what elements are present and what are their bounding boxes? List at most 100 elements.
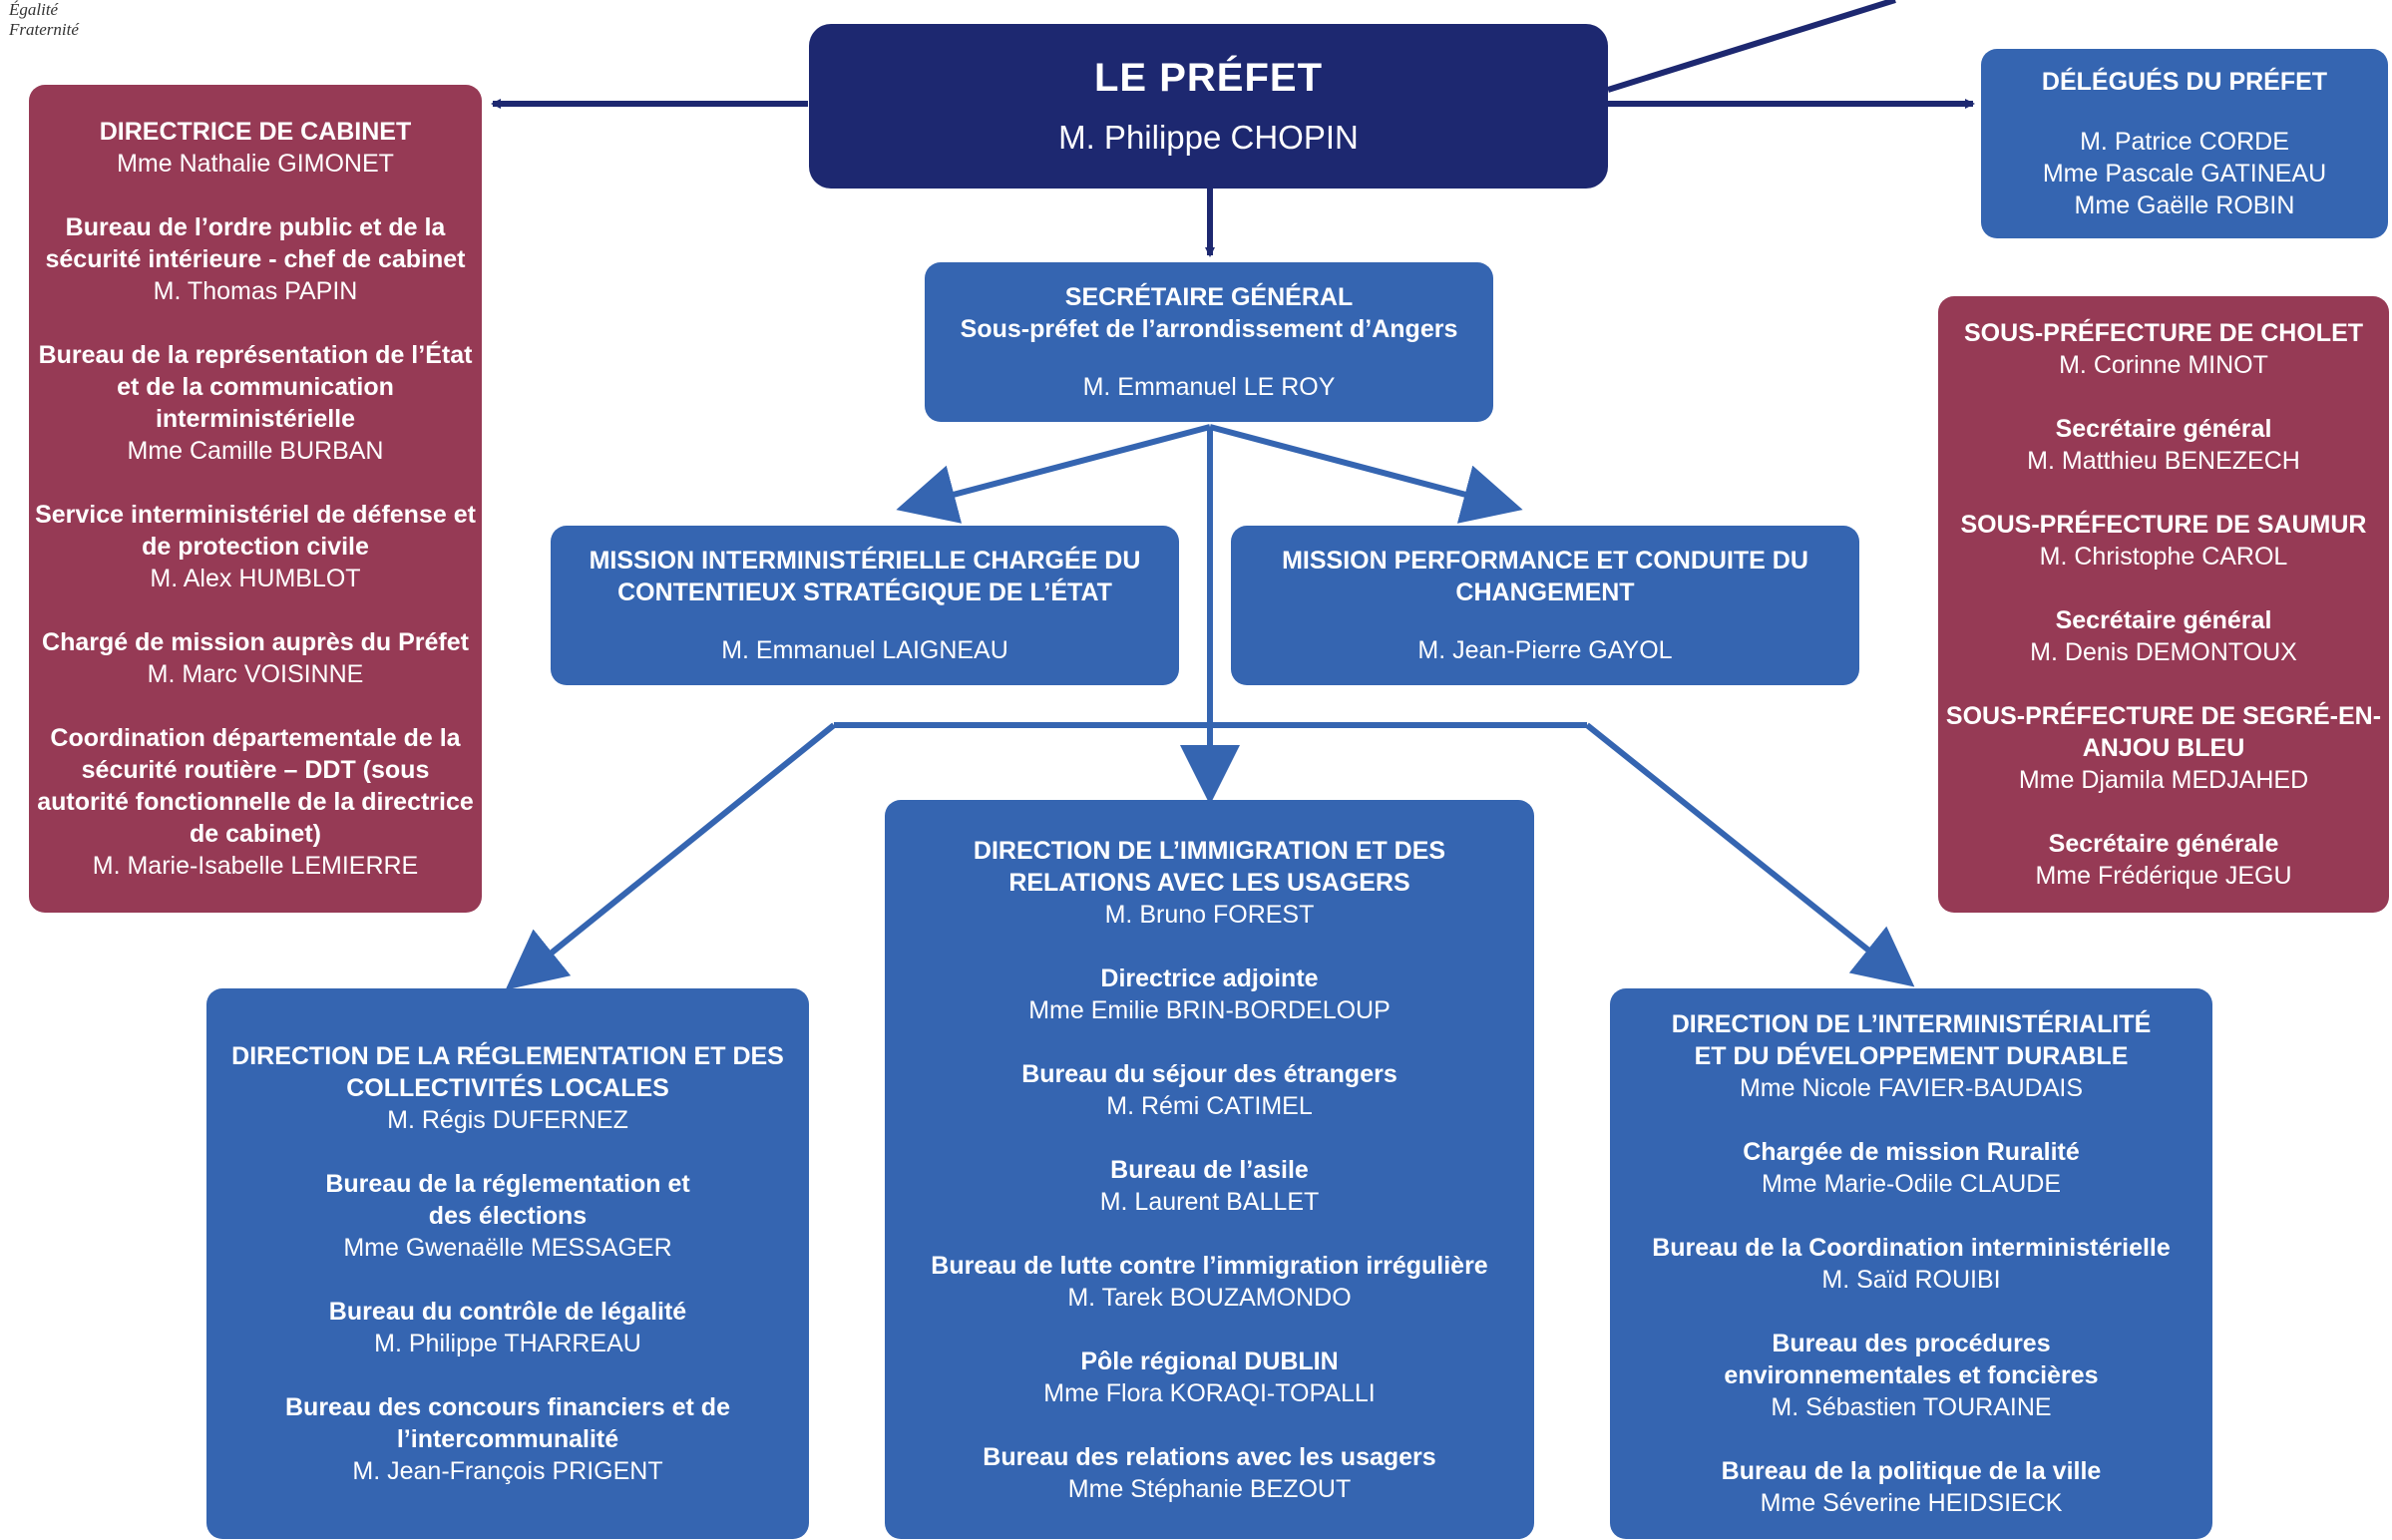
mission-contentieux-name: M. Emmanuel LAIGNEAU: [721, 636, 1008, 664]
bureau-section: Bureau de l’asile M. Laurent BALLET: [899, 1154, 1520, 1218]
cabinet-section: Chargé de mission auprès du Préfet M. Ma…: [35, 626, 476, 690]
sous-prefecture-name: M. Christophe CAROL: [2039, 543, 2288, 571]
cabinet-section: Coordination départementale de la sécuri…: [35, 722, 476, 882]
sous-prefecture-name: M. Matthieu BENEZECH: [2027, 447, 2300, 475]
sous-prefectures-box: SOUS-PRÉFECTURE DE CHOLET M. Corinne MIN…: [1938, 296, 2389, 913]
secretaire-general-box: SECRÉTAIRE GÉNÉRAL Sous-préfet de l’arro…: [925, 262, 1493, 422]
sous-prefecture-section: SOUS-PRÉFECTURE DE SAUMUR M. Christophe …: [1944, 509, 2383, 573]
bureau-section: Bureau de la réglementation et des élect…: [226, 1168, 789, 1264]
cabinet-section-name: M. Alex HUMBLOT: [150, 565, 361, 592]
bureau-section: Bureau du séjour des étrangers M. Rémi C…: [899, 1058, 1520, 1122]
bureau-title: Directrice adjointe: [1100, 963, 1319, 992]
direction-immigration-box: DIRECTION DE L’IMMIGRATION ET DES RELATI…: [885, 800, 1534, 1539]
bureau-title: Bureau des concours financiers et de l’i…: [285, 1393, 730, 1453]
mission-performance-title: MISSION PERFORMANCE ET CONDUITE DU CHANG…: [1282, 547, 1808, 606]
delegues-title: DÉLÉGUÉS DU PRÉFET: [2041, 68, 2328, 96]
bureau-title: Pôle régional DUBLIN: [1080, 1347, 1339, 1375]
sg-title: SECRÉTAIRE GÉNÉRAL: [1064, 283, 1354, 311]
cabinet-section-title: Bureau de la représentation de l’État et…: [38, 341, 473, 433]
cabinet-title: DIRECTRICE DE CABINET: [99, 118, 412, 146]
cabinet-section: Service interministériel de défense et d…: [35, 499, 476, 594]
bureau-title: Bureau de la réglementation et des élect…: [325, 1170, 690, 1230]
sous-prefecture-title: SOUS-PRÉFECTURE DE SAUMUR: [1960, 511, 2367, 539]
delegues-box: DÉLÉGUÉS DU PRÉFET M. Patrice CORDE Mme …: [1981, 49, 2388, 238]
cabinet-section-name: M. Marc VOISINNE: [147, 660, 364, 688]
bureau-name: M. Sébastien TOURAINE: [1771, 1393, 2052, 1421]
arrow-to-interministerialite: [1585, 722, 1915, 987]
bureau-name: Mme Gwenaëlle MESSAGER: [343, 1234, 672, 1262]
cabinet-section-name: M. Thomas PAPIN: [153, 277, 358, 305]
mission-performance-name: M. Jean-Pierre GAYOL: [1417, 636, 1673, 664]
sous-prefecture-title: Secrétaire général: [2055, 606, 2272, 634]
bureau-name: Mme Flora KORAQI-TOPALLI: [1043, 1378, 1376, 1407]
sg-subtitle: Sous-préfet de l’arrondissement d’Angers: [960, 315, 1458, 343]
bureau-section: Bureau des concours financiers et de l’i…: [226, 1391, 789, 1487]
mission-contentieux-title: MISSION INTERMINISTÉRIELLE CHARGÉE DU CO…: [589, 547, 1141, 606]
bureau-name: M. Tarek BOUZAMONDO: [1067, 1283, 1352, 1312]
motto-line-egalite: Égalité: [9, 0, 59, 19]
bureau-name: M. Laurent BALLET: [1099, 1187, 1320, 1216]
bureau-title: Chargée de mission Ruralité: [1743, 1138, 2080, 1166]
arrow-to-reglementation: [505, 722, 836, 990]
arrow-sg-to-contentieux: [896, 424, 1211, 524]
bureau-section: Bureau des procédures environnementales …: [1624, 1328, 2198, 1423]
bureau-section: Bureau du contrôle de légalité M. Philip…: [226, 1296, 789, 1359]
bureau-title: Bureau des relations avec les usagers: [983, 1442, 1436, 1471]
sg-name: M. Emmanuel LE ROY: [1082, 373, 1336, 401]
bureau-section: Directrice adjointe Mme Emilie BRIN-BORD…: [899, 962, 1520, 1026]
bureau-section: Bureau de la Coordination interministéri…: [1624, 1232, 2198, 1296]
motto-line-fraternite: Fraternité: [9, 20, 79, 39]
delegue-name: Mme Pascale GATINEAU: [2042, 160, 2327, 188]
direction-immigration-title: DIRECTION DE L’IMMIGRATION ET DES RELATI…: [973, 836, 1446, 897]
sous-prefecture-title: SOUS-PRÉFECTURE DE CHOLET: [1963, 319, 2364, 347]
bureau-name: Mme Stéphanie BEZOUT: [1067, 1474, 1352, 1503]
bureau-section: Bureau des relations avec les usagers Mm…: [899, 1441, 1520, 1505]
cabinet-section-name: Mme Camille BURBAN: [127, 437, 384, 465]
direction-interministerialite-name: Mme Nicole FAVIER-BAUDAIS: [1739, 1074, 2084, 1102]
sous-prefecture-section: Secrétaire général M. Matthieu BENEZECH: [1944, 413, 2383, 477]
sous-prefecture-title: Secrétaire générale: [2048, 830, 2279, 858]
sous-prefecture-name: M. Corinne MINOT: [2059, 351, 2268, 379]
bureau-section: Bureau de la politique de la ville Mme S…: [1624, 1455, 2198, 1519]
cabinet-section-title: Bureau de l’ordre public et de la sécuri…: [45, 213, 466, 273]
cabinet-section-name: M. Marie-Isabelle LEMIERRE: [92, 852, 419, 880]
bureau-name: M. Saïd ROUIBI: [1821, 1266, 2001, 1294]
sous-prefecture-name: Mme Frédérique JEGU: [2035, 862, 2292, 890]
cabinet-name: Mme Nathalie GIMONET: [117, 150, 394, 178]
bureau-title: Bureau de l’asile: [1110, 1155, 1309, 1184]
arrow-sg-to-performance: [1209, 424, 1523, 524]
sous-prefecture-section: SOUS-PRÉFECTURE DE SEGRÉ-EN-ANJOU BLEU M…: [1944, 700, 2383, 796]
sous-prefecture-name: Mme Djamila MEDJAHED: [2018, 766, 2309, 794]
bureau-name: Mme Marie-Odile CLAUDE: [1761, 1170, 2062, 1198]
direction-reglementation-box: DIRECTION DE LA RÉGLEMENTATION ET DES CO…: [206, 988, 809, 1539]
bureau-name: M. Philippe THARREAU: [374, 1330, 641, 1357]
mission-contentieux-box: MISSION INTERMINISTÉRIELLE CHARGÉE DU CO…: [551, 526, 1179, 685]
cabinet-box: DIRECTRICE DE CABINET Mme Nathalie GIMON…: [29, 85, 482, 913]
cabinet-section-title: Coordination départementale de la sécuri…: [37, 724, 474, 848]
sous-prefecture-section: SOUS-PRÉFECTURE DE CHOLET M. Corinne MIN…: [1944, 317, 2383, 381]
prefet-title: LE PRÉFET: [1093, 55, 1324, 100]
cabinet-section: Bureau de la représentation de l’État et…: [35, 339, 476, 467]
direction-immigration-name: M. Bruno FOREST: [1104, 900, 1315, 929]
bureau-name: Mme Séverine HEIDSIECK: [1760, 1489, 2063, 1517]
bureau-title: Bureau de la Coordination interministéri…: [1652, 1234, 2171, 1262]
prefet-name: M. Philippe CHOPIN: [1058, 118, 1359, 156]
bureau-section: Chargée de mission Ruralité Mme Marie-Od…: [1624, 1136, 2198, 1200]
bureau-title: Bureau des procédures environnementales …: [1724, 1330, 2099, 1389]
direction-interministerialite-title: DIRECTION DE L’INTERMINISTÉRIALITÉ ET DU…: [1671, 1010, 2152, 1070]
bureau-name: M. Rémi CATIMEL: [1106, 1091, 1313, 1120]
bureau-section: Bureau de lutte contre l’immigration irr…: [899, 1250, 1520, 1314]
bureau-section: Pôle régional DUBLIN Mme Flora KORAQI-TO…: [899, 1346, 1520, 1409]
line-prefet-to-top: [1607, 0, 1896, 93]
cabinet-section-title: Chargé de mission auprès du Préfet: [42, 628, 469, 656]
bureau-title: Bureau de la politique de la ville: [1721, 1457, 2102, 1485]
direction-reglementation-title: DIRECTION DE LA RÉGLEMENTATION ET DES CO…: [231, 1042, 784, 1102]
sous-prefecture-section: Secrétaire générale Mme Frédérique JEGU: [1944, 828, 2383, 892]
delegue-name: Mme Gaëlle ROBIN: [2074, 192, 2295, 219]
sous-prefecture-name: M. Denis DEMONTOUX: [2030, 638, 2297, 666]
bureau-name: Mme Emilie BRIN-BORDELOUP: [1028, 995, 1391, 1024]
sous-prefecture-title: SOUS-PRÉFECTURE DE SEGRÉ-EN-ANJOU BLEU: [1945, 702, 2382, 762]
bureau-title: Bureau de lutte contre l’immigration irr…: [931, 1251, 1488, 1280]
cabinet-section: Bureau de l’ordre public et de la sécuri…: [35, 211, 476, 307]
